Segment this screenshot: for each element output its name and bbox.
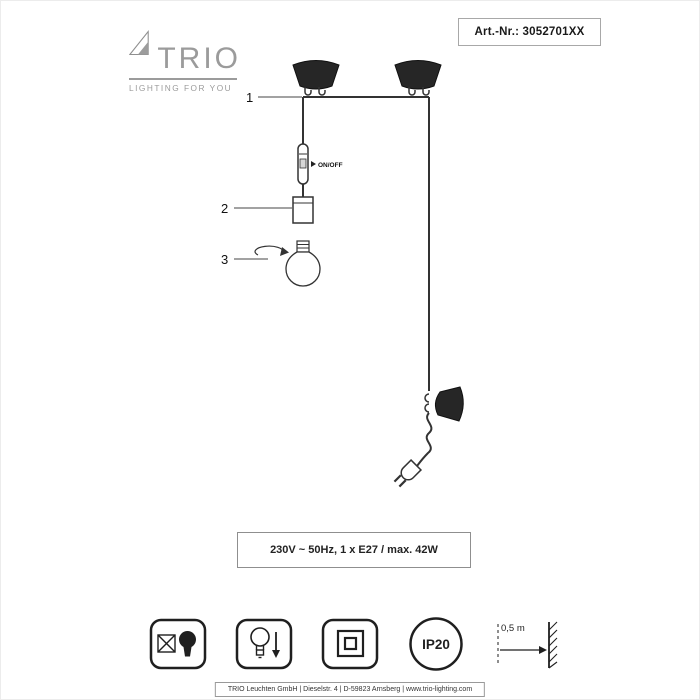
hook-icon — [424, 403, 430, 413]
light-bulb — [285, 240, 321, 287]
spec-text: 230V ~ 50Hz, 1 x E27 / max. 42W — [270, 544, 438, 556]
replaceable-bulb-icon — [235, 618, 293, 670]
brand-tagline: LIGHTING FOR YOU — [129, 83, 233, 93]
switch-pointer-icon — [311, 161, 316, 167]
info-icons-row: IP20 0,5 m — [149, 615, 563, 673]
power-plug — [393, 458, 423, 488]
logo-divider — [129, 78, 237, 80]
ip20-rating-icon: IP20 — [409, 617, 463, 671]
wall-hatching — [548, 621, 558, 669]
hook-icon — [424, 393, 430, 403]
wall-bracket — [424, 386, 464, 422]
footer-address: TRIO Leuchten GmbH | Dieselstr. 4 | D-59… — [227, 686, 473, 693]
rotation-arrow-icon — [254, 245, 289, 256]
wall-distance-icon: 0,5 m — [497, 621, 558, 669]
callout-leader-lines — [234, 96, 302, 260]
hook-icon — [318, 87, 326, 96]
switch-label: ON/OFF — [318, 162, 343, 169]
spec-box: 230V ~ 50Hz, 1 x E27 / max. 42W — [237, 532, 471, 568]
article-number-box: Art.-Nr.: 3052701XX — [458, 18, 601, 46]
article-number: Art.-Nr.: 3052701XX — [474, 26, 585, 38]
ip-rating-label: IP20 — [422, 637, 450, 652]
trio-triangle-icon — [129, 29, 149, 56]
power-cord — [302, 96, 433, 467]
ceiling-canopy-right — [394, 60, 442, 96]
callout-2-label: 2 — [221, 201, 228, 216]
hook-icon — [422, 87, 430, 96]
bulb-not-included-icon — [149, 618, 207, 670]
callout-3-label: 3 — [221, 252, 228, 267]
trio-logo: TRIO LIGHTING FOR YOU — [129, 13, 241, 93]
wall-distance-label: 0,5 m — [501, 623, 525, 634]
hook-icon — [304, 87, 312, 96]
hook-icon — [408, 87, 416, 96]
footer-address-box: TRIO Leuchten GmbH | Dieselstr. 4 | D-59… — [214, 682, 486, 697]
double-insulation-class2-icon — [321, 618, 379, 670]
callout-1-label: 1 — [246, 90, 253, 105]
brand-name: TRIO — [157, 41, 241, 75]
ceiling-canopy-left — [292, 60, 340, 96]
lamp-socket — [292, 196, 314, 224]
cord-switch: ON/OFF — [297, 143, 343, 185]
